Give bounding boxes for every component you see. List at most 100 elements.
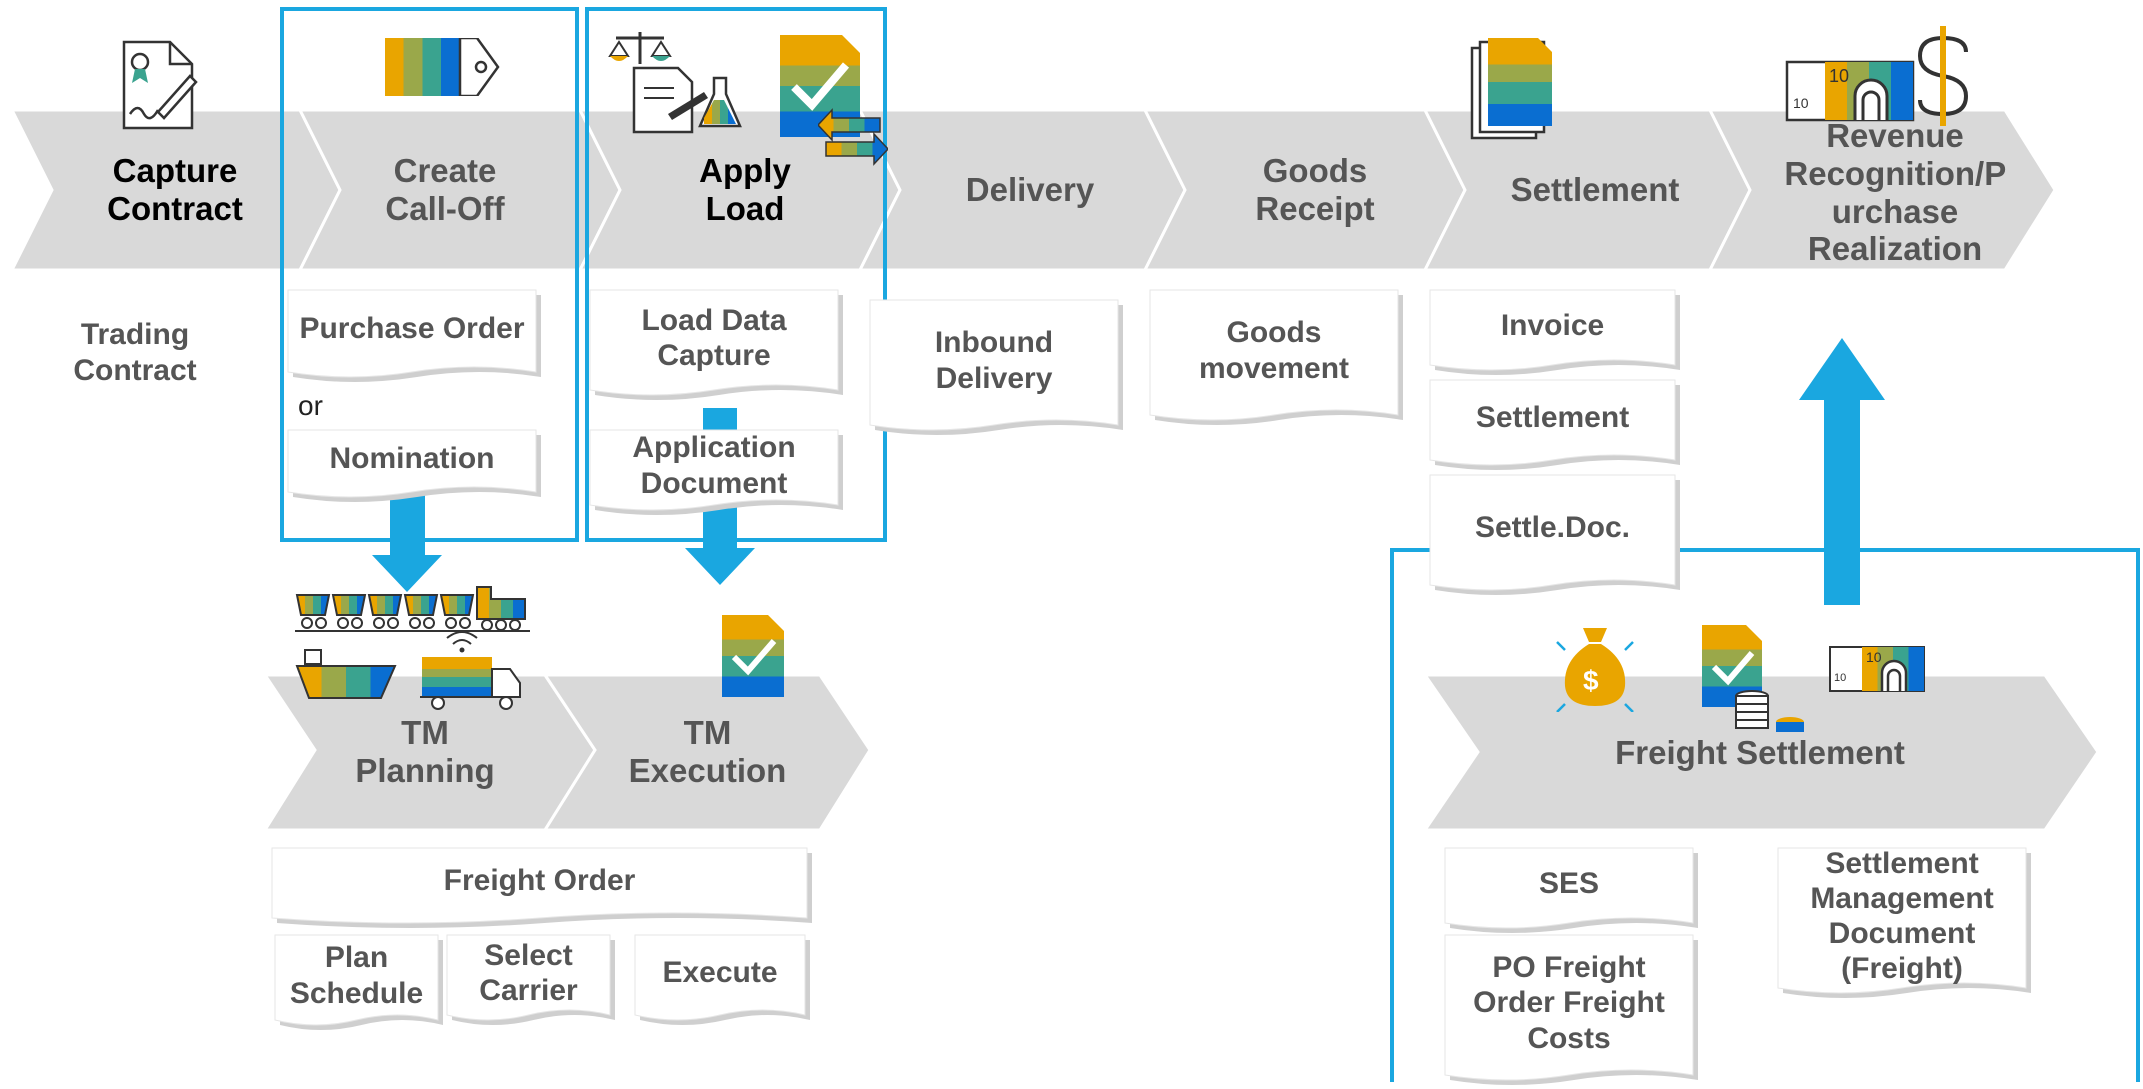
doc-inbound-delivery: Inbound Delivery (869, 299, 1123, 435)
chevron-freight-settlement (1422, 673, 2100, 832)
doc-freight-order-label: Freight Order (443, 864, 636, 898)
doc-settlement-mgmt-label: Settlement Management Document (Freight) (1810, 846, 1994, 986)
doc-settlement-paper (1429, 379, 1676, 466)
svg-text:10: 10 (1829, 66, 1849, 86)
doc-plan-schedule: Plan Schedule (274, 934, 443, 1030)
doc-settlement-mgmt-paper (1777, 847, 2027, 994)
checked-doc-icon (1702, 625, 1762, 707)
doc-goods-movement-paper (1149, 289, 1399, 421)
doc-invoice-label: Invoice (1500, 308, 1605, 342)
doc-plan-schedule-shape (274, 934, 443, 1030)
svg-text:$: $ (1583, 665, 1599, 696)
doc-po-freight-label: PO Freight Order Freight Costs (1473, 951, 1665, 1055)
stage-tm-planning: TM Planning (355, 714, 495, 789)
doc-invoice: Invoice (1429, 289, 1680, 375)
truck-icon (420, 657, 521, 710)
doc-ses-paper (1444, 847, 1694, 929)
chevron-revenue (1707, 108, 2057, 272)
contract-icon (122, 40, 198, 130)
doc-invoice-paper (1429, 289, 1676, 371)
highlight-freight-settlement (1390, 548, 2140, 1082)
doc-select-carrier-label: Select Carrier (479, 938, 578, 1007)
swap-arrows-icon (818, 108, 888, 166)
doc-goods-movement-shape (1149, 289, 1403, 425)
doc-goods-movement: Goods movement (1149, 289, 1403, 425)
doc-po-freight: PO Freight Order Freight Costs (1444, 934, 1698, 1085)
doc-execute-shape (634, 934, 810, 1025)
doc-inbound-delivery-paper (869, 299, 1119, 431)
doc-inbound-delivery-shape (869, 299, 1123, 435)
doc-load-data-capture-label: Load Data Capture (641, 303, 787, 372)
doc-settlement-mgmt: Settlement Management Document (Freight) (1777, 846, 2031, 998)
doc-select-carrier-shape (446, 934, 615, 1025)
doc-invoice-shape (1429, 289, 1680, 375)
doc-settle-doc-shape (1429, 474, 1680, 595)
stage-settlement: Settlement (1510, 171, 1680, 209)
wifi-icon (446, 631, 478, 653)
doc-freight-order-paper (271, 847, 808, 924)
doc-select-carrier-paper (446, 934, 611, 1021)
doc-purchase-order-label: Purchase Order (299, 312, 525, 346)
doc-purchase-order-paper (287, 289, 537, 378)
doc-nomination-shape (287, 429, 541, 502)
doc-load-data-capture: Load Data Capture (589, 289, 843, 400)
doc-plan-schedule-label: Plan Schedule (289, 941, 424, 1010)
stage-goods-receipt: Goods Receipt (1255, 152, 1375, 227)
doc-purchase-order-shape (287, 289, 541, 382)
doc-settle-doc: Settle.Doc. (1429, 474, 1680, 595)
doc-settlement-label: Settlement (1475, 401, 1630, 435)
doc-po-freight-paper (1444, 934, 1694, 1081)
doc-freight-order: Freight Order (271, 847, 812, 928)
doc-ses-label: SES (1538, 866, 1600, 900)
arrow-down-call-off (372, 495, 442, 592)
doc-execute-paper (634, 934, 806, 1021)
doc-settlement-shape (1429, 379, 1680, 470)
dollar-icon (1917, 26, 1969, 126)
stage-freight-settlement: Freight Settlement (1615, 733, 1905, 771)
highlight-create-call-off (280, 7, 579, 542)
or-label: or (298, 390, 323, 421)
doc-execute: Execute (634, 934, 810, 1025)
doc-plan-schedule-paper (274, 934, 439, 1026)
doc-execute-label: Execute (662, 956, 778, 990)
doc-settlement: Settlement (1429, 379, 1680, 470)
doc-freight-order-shape (271, 847, 812, 928)
svg-text:10: 10 (1834, 672, 1846, 684)
stage-apply-load: Apply Load (699, 152, 791, 227)
doc-purchase-order: Purchase Order (287, 289, 541, 382)
banknote-icon: 10 10 (1829, 646, 1925, 692)
checked-doc-icon (780, 35, 860, 137)
doc-ses: SES (1444, 847, 1698, 933)
svg-text:10: 10 (1793, 95, 1809, 111)
doc-settlement-mgmt-shape (1777, 847, 2031, 998)
stage-capture-contract: Capture Contract (107, 152, 243, 227)
doc-load-data-capture-paper (589, 289, 839, 396)
doc-nomination: Nomination (287, 429, 541, 502)
doc-goods-movement-label: Goods movement (1198, 316, 1350, 385)
doc-po-freight-shape (1444, 934, 1698, 1085)
doc-application-document-paper (589, 429, 839, 511)
train-icon (295, 586, 530, 632)
doc-load-data-capture-shape (589, 289, 843, 400)
chevron-tm-execution (542, 673, 872, 832)
stage-tm-execution: TM Execution (628, 714, 787, 789)
doc-application-document: Application Document (589, 429, 843, 515)
highlight-apply-load (585, 7, 887, 542)
stage-revenue: Revenue Recognition/P urchase Realizatio… (1784, 116, 2007, 268)
arrow-up-freight (1799, 338, 1885, 605)
doc-trading-contract: Trading Contract (73, 318, 197, 387)
svg-text:10: 10 (1866, 649, 1882, 665)
doc-application-document-label: Application Document (632, 431, 796, 500)
documents-stack-icon (1470, 38, 1552, 140)
banknote-icon: 10 10 (1785, 60, 1915, 122)
doc-inbound-delivery-label: Inbound Delivery (934, 326, 1054, 395)
stage-delivery: Delivery (965, 171, 1095, 209)
doc-settle-doc-paper (1429, 474, 1676, 591)
tag-icon (385, 38, 500, 96)
doc-select-carrier: Select Carrier (446, 934, 615, 1025)
coins-icon (1735, 690, 1804, 732)
doc-settle-doc-label: Settle.Doc. (1474, 511, 1631, 545)
ship-icon (295, 649, 397, 699)
